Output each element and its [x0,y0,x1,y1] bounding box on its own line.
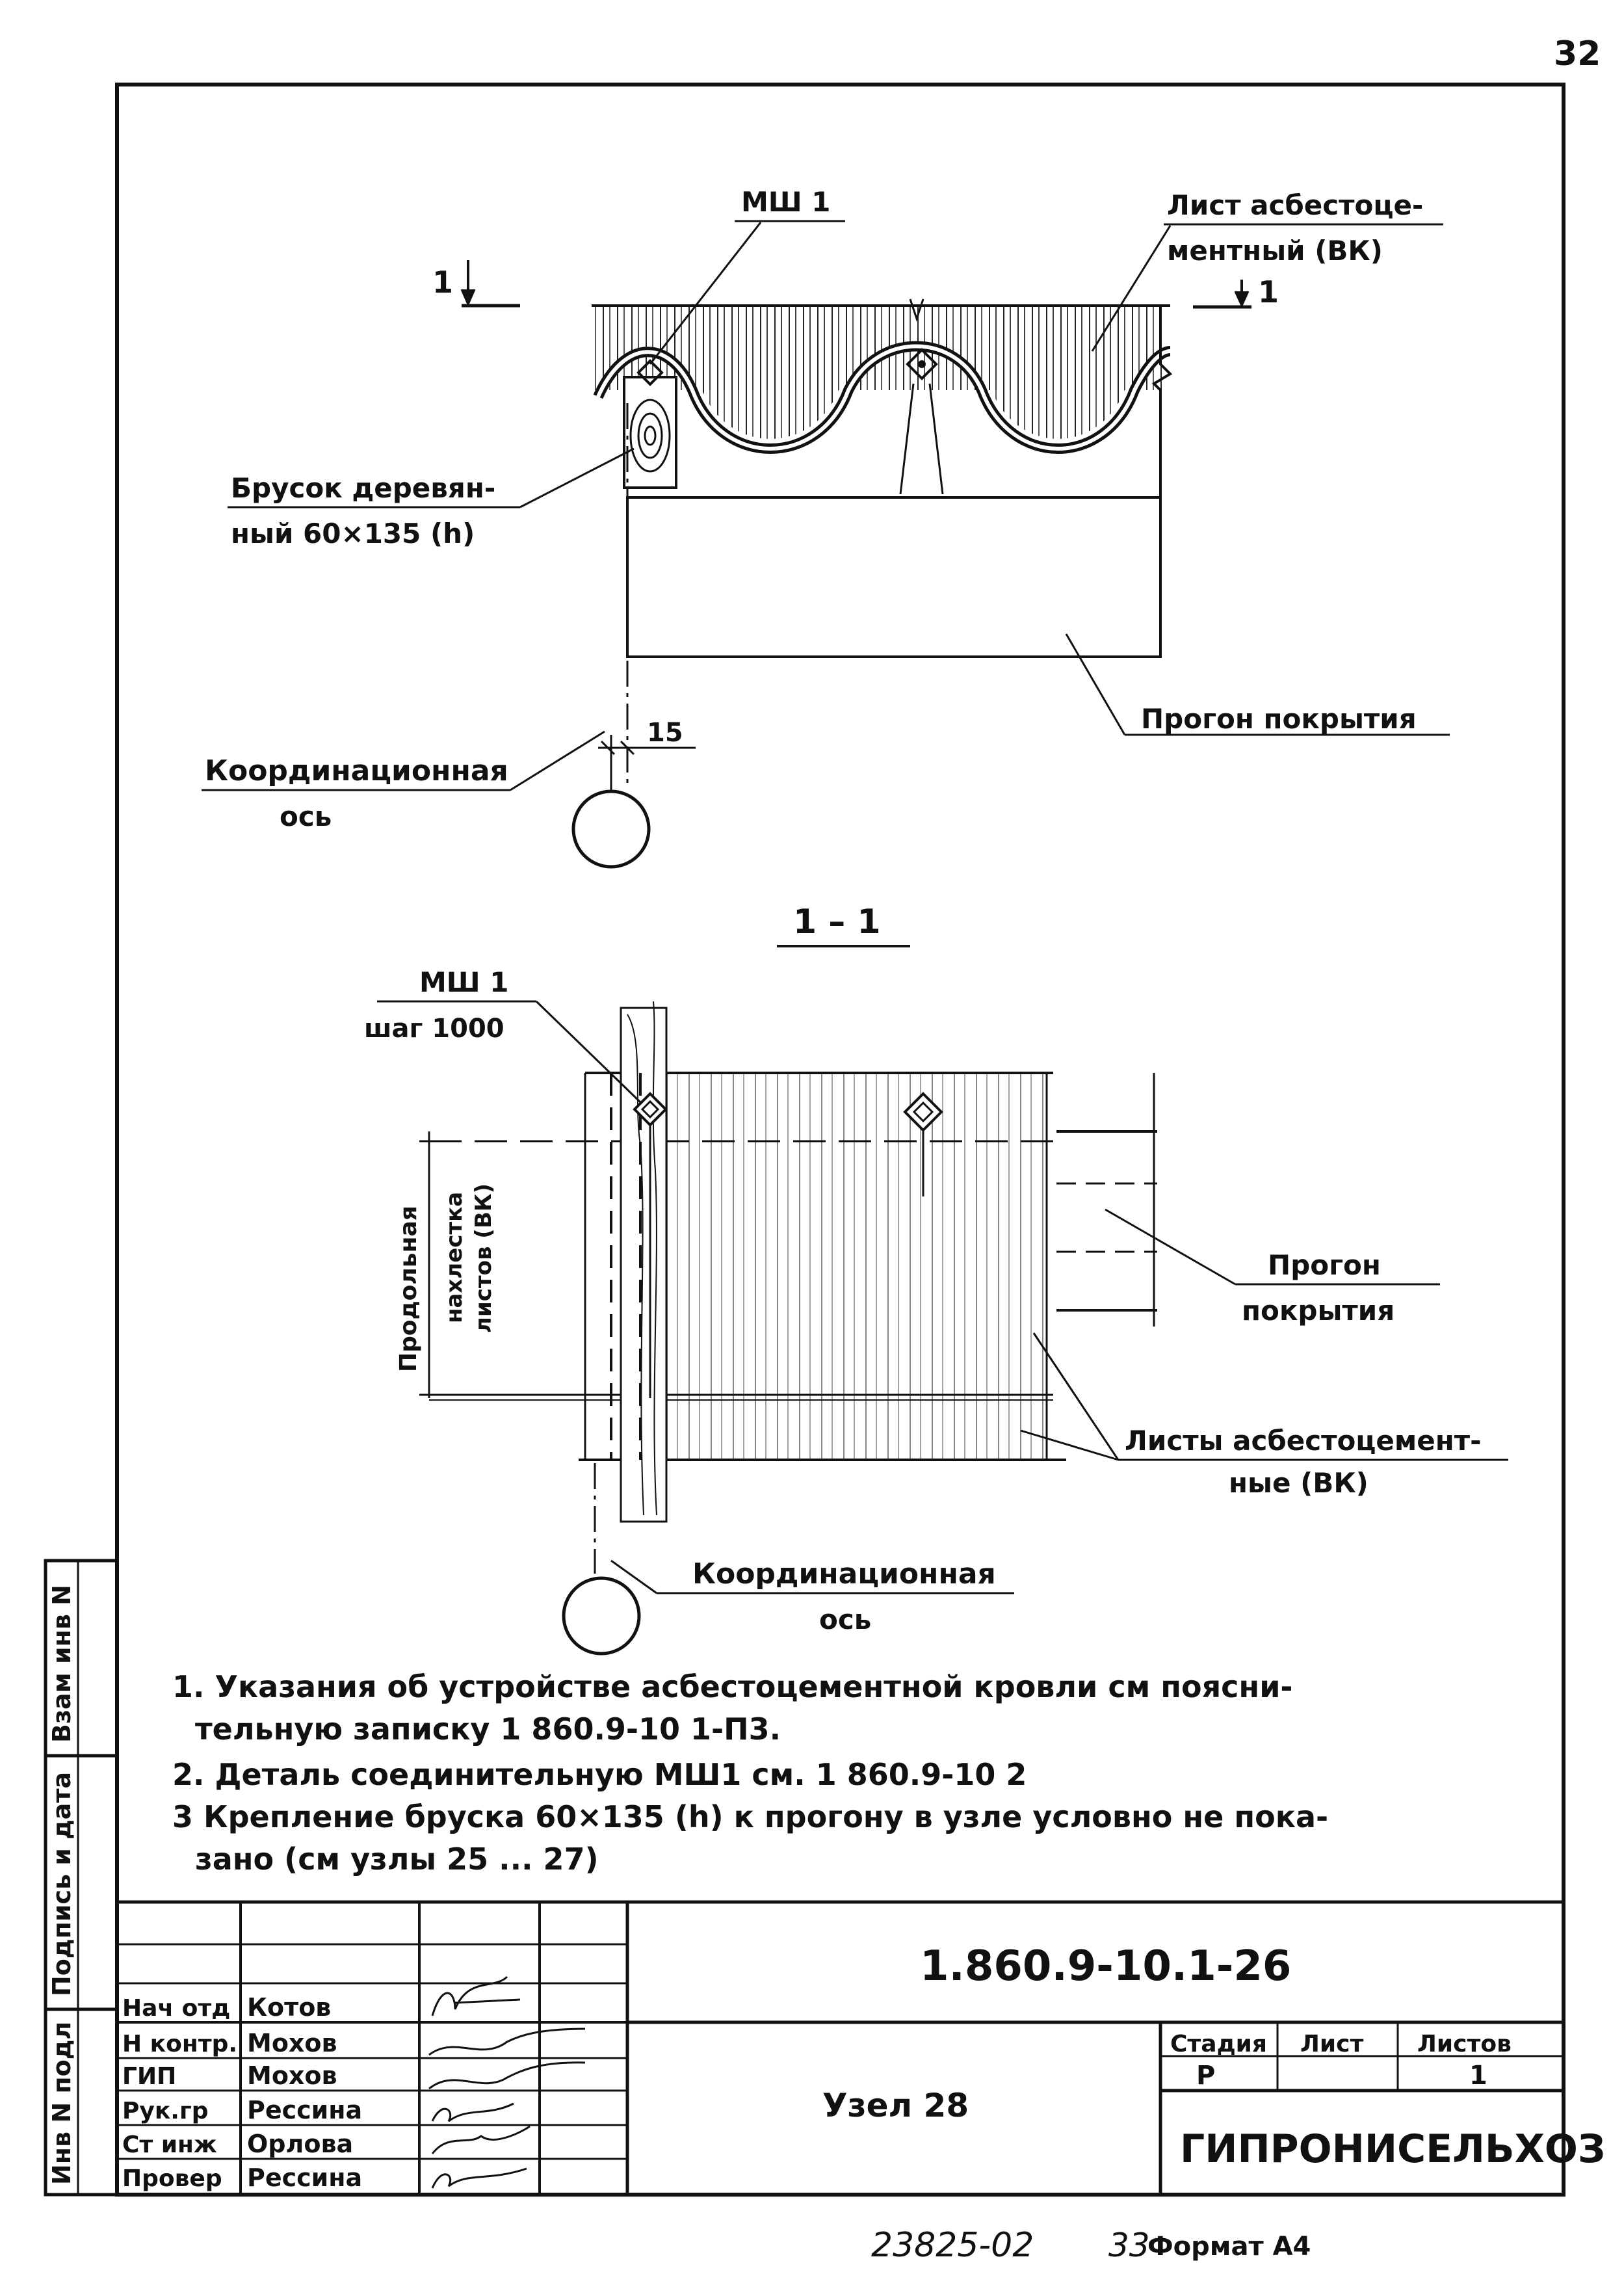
title-block: 1.860.9-10.1-26 Узел 28 Стадия Лист Лист… [117,1900,1606,2195]
section-axis-label-line2: ось [819,1604,871,1635]
fastener-label: МШ 1 [741,186,831,218]
stage-value: Р [1196,2061,1215,2091]
axis-label-line1: Координационная [205,754,508,787]
staff-name: Орлова [247,2130,353,2158]
note-line: 3 Крепление бруска 60×135 (h) к прогону … [172,1799,1328,1834]
staff-name: Рессина [247,2096,362,2124]
organization: ГИПРОНИСЕЛЬХОЗ [1180,2126,1606,2172]
sheets-header: Листов [1417,2031,1512,2057]
staff-role: Рук.гр [122,2098,209,2124]
overlap-label-line3: листов (ВК) [471,1183,497,1333]
section-fastener-label: МШ 1 [419,966,509,998]
axis-circle [571,789,651,869]
side-stamp-replace: Взам инв N [47,1585,76,1743]
bar-label-line2: ный 60×135 (h) [231,518,475,549]
page-number: 32 [1554,34,1601,73]
note-line: тельную записку 1 860.9-10 1-П3. [195,1711,781,1747]
note-line: зано (см узлы 25 ... 27) [195,1842,599,1877]
staff-name: Котов [247,1993,331,2022]
overlap-label-line2: нахлестка [441,1192,467,1323]
drawing-name: Узел 28 [822,2087,969,2124]
drawing-frame [115,83,1565,2197]
staff-role: Провер [122,2165,222,2192]
sheet-label-line2: ментный (ВК) [1167,235,1383,267]
section-mark-right: 1 [1258,274,1279,310]
notes: 1. Указания об устройстве асбестоцементн… [172,1669,1328,1877]
overlap-label-line1: Продольная [395,1206,422,1372]
axis-label-line2: ось [280,800,332,832]
fastener-icon [906,348,938,380]
side-stamp-signature: Подпись и дата [47,1772,76,1996]
staff-role: ГИП [122,2063,176,2090]
sheets-value: 1 [1469,2061,1487,2091]
staff-name: Мохов [247,2029,337,2057]
section-mark-left: 1 [432,265,453,300]
note-line: 1. Указания об устройстве асбестоцементн… [172,1669,1293,1704]
footer-number: 23825-02 [871,2226,1034,2265]
section-axis-label-line1: Координационная [692,1557,996,1591]
drawing-code: 1.860.9-10.1-26 [920,1942,1291,1990]
top-view: 15 1 1 МШ 1 Лист асбестоце- ментный (ВК)… [202,186,1450,869]
fastener-icon [636,359,664,386]
fastener-step: шаг 1000 [364,1014,504,1044]
sheets-label-line1: Листы асбестоцемент- [1125,1425,1482,1457]
stage-header: Стадия [1170,2031,1267,2057]
sheet-header: Лист [1300,2031,1363,2057]
sheet-label-line1: Лист асбестоце- [1167,189,1423,221]
axis-circle [562,1576,641,1656]
section-title: 1 – 1 [793,903,881,942]
staff-role: Нач отд [122,1995,230,2022]
format-label: Формат А4 [1147,2232,1311,2262]
side-stamp-inventory: Инв N подл [47,2022,76,2185]
staff-role: Ст инж [122,2132,217,2158]
bar-label-line1: Брусок деревян- [231,472,495,504]
purlin-label: Прогон покрытия [1141,703,1417,735]
staff-name: Мохов [247,2061,337,2090]
section-view: 1 – 1 МШ 1 шаг 1000 [364,903,1508,1656]
staff-role: Н контр. [122,2031,237,2057]
purlin [626,496,1162,658]
sheets-label-line2: ные (ВК) [1229,1467,1369,1499]
footer-page: 33 [1108,2226,1150,2264]
staff-name: Рессина [247,2163,362,2192]
section-purlin-label-line1: Прогон [1268,1249,1381,1281]
section-purlin-label-line2: покрытия [1242,1295,1395,1327]
signature-icon [428,1975,586,2189]
dimension-15: 15 [647,718,683,748]
wooden-bar [623,376,677,489]
wooden-bar-section [620,1007,668,1523]
side-stamp: Взам инв N Подпись и дата Инв N подл [44,1559,119,2197]
note-line: 2. Деталь соединительную МШ1 см. 1 860.9… [172,1757,1027,1792]
